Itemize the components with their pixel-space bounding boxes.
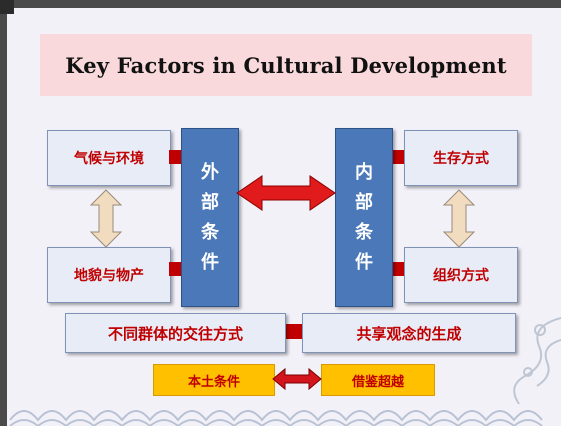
- dragon-ornament-icon: [513, 317, 561, 405]
- pill-label: 借鉴超越: [351, 374, 404, 390]
- double-arrow-red-icon: [236, 175, 336, 211]
- box-label: 共享观念的生成: [356, 324, 462, 343]
- connector-left-bottom: [169, 262, 181, 276]
- internal-conditions-column: 内 部 条 件: [335, 128, 393, 307]
- factor-label: 地貌与物产: [74, 268, 144, 284]
- slide-title: Key Factors in Cultural Development: [65, 52, 507, 78]
- connector-bottom-row: [284, 324, 302, 339]
- frame-top-border: [0, 0, 561, 8]
- intergroup-exchange-box: 不同群体的交往方式: [65, 313, 286, 353]
- column-char: 件: [355, 251, 373, 273]
- column-char: 内: [355, 161, 373, 183]
- frame-left-border: [0, 0, 7, 426]
- factor-survival-mode: 生存方式: [404, 130, 518, 186]
- column-char: 外: [201, 161, 219, 183]
- double-arrow-small-red-icon: [272, 367, 322, 391]
- column-char: 件: [201, 251, 219, 273]
- column-char: 条: [201, 221, 219, 243]
- factor-label: 生存方式: [433, 151, 489, 167]
- title-band: Key Factors in Cultural Development: [40, 34, 532, 96]
- box-label: 不同群体的交往方式: [107, 324, 243, 343]
- factor-label: 气候与环境: [74, 151, 144, 167]
- factor-organization-mode: 组织方式: [404, 247, 518, 303]
- frame-corner: [0, 0, 14, 14]
- connector-right-bottom: [392, 262, 404, 276]
- pill-borrow-surpass: 借鉴超越: [321, 364, 435, 396]
- wave-pattern-decoration: [9, 410, 543, 426]
- connector-right-top: [392, 150, 404, 164]
- factor-climate-environment: 气候与环境: [47, 130, 171, 186]
- factor-terrain-products: 地貌与物产: [47, 247, 171, 303]
- column-char: 部: [355, 191, 373, 213]
- column-char: 部: [201, 191, 219, 213]
- pill-label: 本土条件: [187, 374, 240, 390]
- external-conditions-column: 外 部 条 件: [181, 128, 239, 307]
- factor-label: 组织方式: [433, 268, 489, 284]
- connector-left-top: [169, 150, 181, 164]
- pill-local-conditions: 本土条件: [153, 364, 275, 396]
- double-arrow-vertical-right-icon: [442, 189, 476, 248]
- double-arrow-vertical-left-icon: [89, 189, 123, 248]
- column-char: 条: [355, 221, 373, 243]
- shared-ideas-box: 共享观念的生成: [302, 313, 516, 353]
